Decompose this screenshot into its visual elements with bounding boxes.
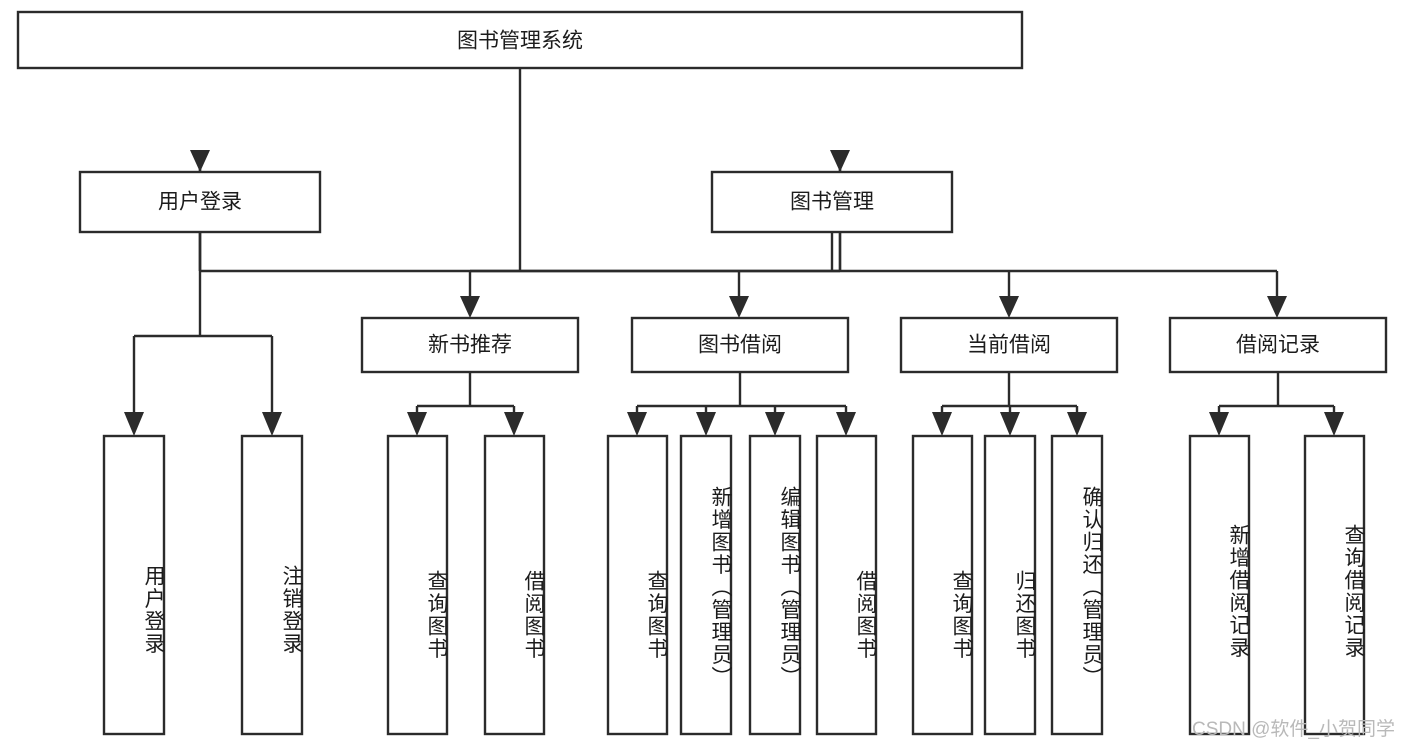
arrow-head-icon [696, 412, 716, 436]
arrow-head-icon [1000, 412, 1020, 436]
node-book-manage-label: 图书管理 [790, 191, 874, 214]
node-user-login-label: 用户登录 [158, 191, 242, 214]
node-book-borrow-label: 图书借阅 [698, 334, 782, 357]
node-leaf-logout-box[interactable] [240, 434, 304, 736]
node-current-borrow-box[interactable] [899, 316, 1119, 374]
leaf-boxes [102, 434, 1366, 736]
arrow-head-icon [1267, 296, 1287, 318]
connector-root-to-level2 [198, 68, 842, 273]
node-leaf-confirm-return-box[interactable] [1050, 434, 1104, 736]
arrow-head-icon [999, 296, 1019, 318]
node-leaf-return-book-box[interactable] [983, 434, 1037, 736]
node-leaf-add-record-label: 新增借阅记录 [1227, 523, 1250, 659]
arrow-head-icon [460, 296, 480, 318]
arrow-head-icon [765, 412, 785, 436]
node-user-login-box[interactable] [78, 170, 322, 234]
node-leaf-add-record-box[interactable] [1188, 434, 1251, 736]
node-leaf-query-book-a-box[interactable] [386, 434, 449, 736]
arrow-head-icon [1209, 412, 1229, 436]
node-leaf-query-record-box[interactable] [1303, 434, 1366, 736]
connector-borrow-record-children [1217, 372, 1336, 420]
arrow-heads [124, 150, 1344, 436]
connector-book-manage-children [468, 232, 1279, 304]
node-leaf-query-record-label: 查询借阅记录 [1342, 523, 1365, 659]
csdn-watermark: CSDN @软件_小贺同学 [1192, 719, 1395, 740]
node-leaf-borrow-book-a-label: 借阅图书 [522, 570, 545, 660]
arrow-head-icon [932, 412, 952, 436]
node-book-manage-box[interactable] [710, 170, 954, 234]
arrow-head-icon [627, 412, 647, 436]
node-leaf-user-login-box[interactable] [102, 434, 166, 736]
node-leaf-borrow-book-b-label: 借阅图书 [854, 570, 877, 660]
node-new-book-rec-label: 新书推荐 [428, 334, 512, 357]
arrow-head-icon [830, 150, 850, 172]
arrow-head-icon [504, 412, 524, 436]
node-leaf-user-login-label: 用户登录 [142, 565, 165, 655]
node-leaf-confirm-return-label: 确认归还（管理员） [1080, 485, 1103, 689]
arrow-head-icon [190, 150, 210, 172]
arrow-head-icon [262, 412, 282, 436]
arrow-head-icon [407, 412, 427, 436]
node-leaf-logout-label: 注销登录 [280, 565, 303, 655]
node-leaf-borrow-book-a-box[interactable] [483, 434, 546, 736]
node-root-label: 图书管理系统 [457, 30, 583, 53]
node-leaf-query-book-b-label: 查询图书 [645, 570, 668, 660]
arrow-head-icon [1067, 412, 1087, 436]
node-leaf-query-book-b-box[interactable] [606, 434, 669, 736]
node-leaf-add-book-admin-box[interactable] [679, 434, 733, 736]
arrow-head-icon [1324, 412, 1344, 436]
arrow-head-icon [124, 412, 144, 436]
node-borrow-record-label: 借阅记录 [1236, 334, 1320, 357]
arrow-head-icon [836, 412, 856, 436]
node-leaf-edit-book-admin-label: 编辑图书（管理员） [778, 485, 801, 689]
node-leaf-query-book-c-box[interactable] [911, 434, 974, 736]
node-book-borrow-box[interactable] [630, 316, 850, 374]
connector-new-book-rec-children [415, 372, 516, 420]
arrow-head-icon [729, 296, 749, 318]
node-leaf-query-book-c-label: 查询图书 [950, 570, 973, 660]
node-root-box[interactable] [16, 10, 1024, 70]
node-leaf-query-book-a-label: 查询图书 [425, 570, 448, 660]
node-leaf-add-book-admin-label: 新增图书（管理员） [709, 485, 732, 689]
node-leaf-edit-book-admin-box[interactable] [748, 434, 802, 736]
connector-user-login-children [132, 232, 274, 420]
node-current-borrow-label: 当前借阅 [967, 334, 1051, 357]
node-leaf-borrow-book-b-box[interactable] [815, 434, 878, 736]
connector-book-borrow-children [635, 372, 848, 420]
node-leaf-return-book-label: 归还图书 [1013, 570, 1036, 660]
